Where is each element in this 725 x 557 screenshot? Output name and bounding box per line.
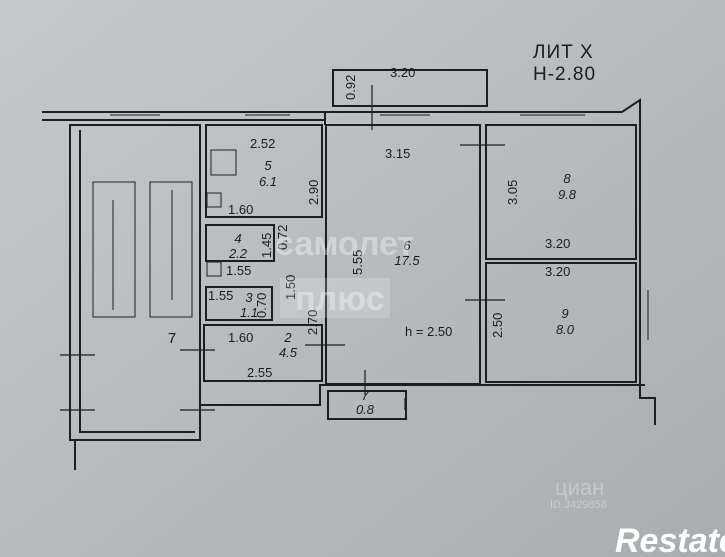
dim: 0.92 [343,75,358,100]
room-5 [205,124,323,218]
room-8 [485,124,637,260]
walls [42,69,656,470]
room-number: 6 [403,238,411,253]
dim: 5.55 [350,250,365,275]
dim: 2.70 [305,310,320,335]
dim: 1.60 [228,202,253,217]
room-area: 9.8 [558,187,577,202]
dim: 3.20 [545,236,570,251]
ceiling-height: h = 2.50 [405,324,452,339]
room-area: 4.5 [279,345,298,360]
stove-icon [210,149,237,176]
watermark-samolet: самолет [275,225,414,263]
room-number: 9 [561,306,568,321]
dim: 0.72 [275,225,290,250]
watermark-plus: плюс [295,280,385,318]
room-number: 5 [264,158,272,173]
watermark-id: ID 3429858 [550,499,607,511]
room-number: 4 [234,231,241,246]
room-area: 8.0 [556,322,575,337]
watermarks: самолет плюс циан ID 3429858 Restate [275,225,725,557]
room-7-closet [327,390,407,420]
room-area: 2.2 [228,246,248,261]
dim: 0.70 [254,293,269,318]
watermark-cian: циан [555,475,604,500]
room-number: 7 [361,388,369,403]
dim: 3.20 [390,65,415,80]
dim: 1.60 [228,330,253,345]
dim: 1.55 [208,288,233,303]
dim: 2.90 [306,180,321,205]
dim: 2.50 [490,313,505,338]
dim: 3.05 [505,180,520,205]
room-area: 6.1 [259,174,277,189]
labels: ЛИТ Х Н-2.80 3.20 0.92 2.52 2.90 1.60 0.… [168,42,596,417]
room-3 [205,286,273,321]
sink-icon [206,261,222,277]
balcony [332,69,488,107]
dim: 1.45 [259,233,274,258]
room-6 [325,124,481,385]
room-number: 2 [283,330,292,345]
room-number: 3 [245,290,253,305]
room-4 [205,224,275,262]
dim: 1.50 [283,275,298,300]
windows [110,114,649,340]
dim: 2.55 [247,365,272,380]
height-label: Н-2.80 [533,64,596,85]
dim: 1.55 [226,263,251,278]
sink-icon [206,192,222,208]
dim: 2.52 [250,136,275,151]
room-area: 17.5 [394,253,420,268]
lit-label: ЛИТ Х [533,42,594,63]
dim: 3.15 [385,146,410,161]
room-number: 8 [563,171,571,186]
room-9 [485,262,637,383]
dim: 3.20 [545,264,570,279]
room-area: 0.8 [356,402,375,417]
restate-logo: Restate [615,522,725,557]
stairs [92,181,193,318]
room-area: 1.1 [240,305,258,320]
tick-marks [60,85,505,411]
room-2 [203,324,323,382]
room-number: 7 [168,330,176,347]
